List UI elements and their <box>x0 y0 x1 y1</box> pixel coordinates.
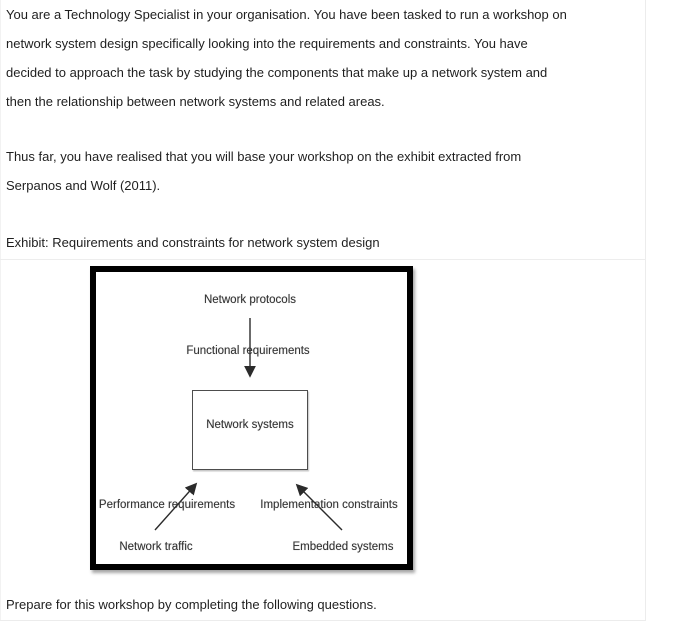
performance-requirements-label: Performance requirements <box>98 499 236 511</box>
implementation-constraints-label: Implementation constraints <box>260 499 398 511</box>
text-line: network system design specifically looki… <box>6 36 528 51</box>
performance-requirements-arrow <box>154 482 198 531</box>
closing-instruction: Prepare for this workshop by completing … <box>6 597 377 612</box>
text-line: You are a Technology Specialist in your … <box>6 7 567 22</box>
table-border-right <box>645 0 646 621</box>
implementation-constraints-arrow <box>295 483 343 531</box>
table-row-divider <box>0 259 646 260</box>
diagram-arrows <box>154 318 343 531</box>
embedded-systems-label: Embedded systems <box>292 541 394 553</box>
table-border-bottom <box>0 620 646 621</box>
network-protocols-label: Network protocols <box>203 294 297 306</box>
table-border-left <box>0 0 1 621</box>
intro-paragraph: You are a Technology Specialist in your … <box>6 0 567 116</box>
text-line: decided to approach the task by studying… <box>6 65 548 80</box>
exhibit-diagram-frame: Network protocols Functional requirement… <box>90 266 413 570</box>
text-line: Thus far, you have realised that you wil… <box>6 149 522 164</box>
exhibit-diagram: Network protocols Functional requirement… <box>96 272 407 564</box>
text-line: Serpanos and Wolf (2011). <box>6 178 161 193</box>
text-line: then the relationship between network sy… <box>6 94 385 109</box>
exhibit-caption: Exhibit: Requirements and constraints fo… <box>6 235 380 250</box>
network-traffic-label: Network traffic <box>119 541 193 553</box>
network-systems-box: Network systems <box>192 390 308 470</box>
functional-requirements-label: Functional requirements <box>186 345 310 357</box>
source-paragraph: Thus far, you have realised that you wil… <box>6 142 521 200</box>
network-systems-label: Network systems <box>206 419 294 431</box>
